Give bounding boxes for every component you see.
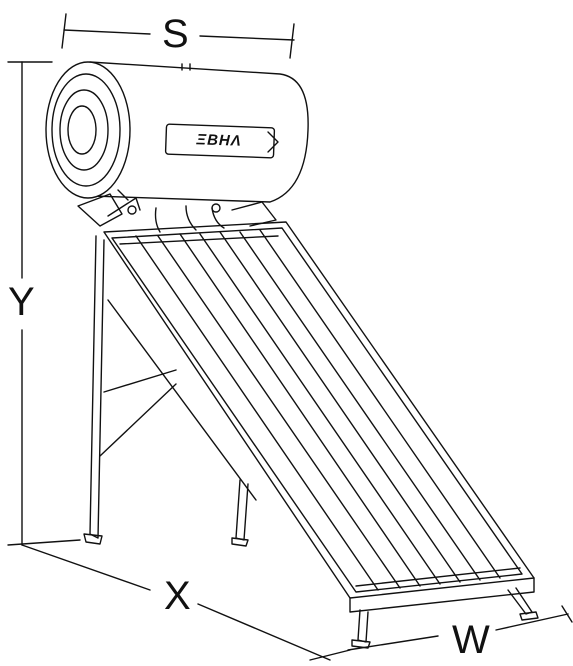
collector-panel	[103, 221, 535, 613]
dimension-w-label: W	[448, 620, 494, 660]
stand	[83, 235, 539, 649]
dimension-s-label: S	[158, 14, 193, 54]
tank-brackets	[77, 193, 277, 233]
tank	[45, 61, 309, 203]
brand-logo-text: ΞΒΗΛ	[195, 131, 243, 150]
dimension-x-label: X	[160, 576, 195, 616]
dimension-y-label: Y	[4, 282, 39, 322]
dimension-s-line	[61, 13, 295, 59]
dimension-x-line	[21, 544, 351, 661]
dimension-y-line	[7, 61, 81, 546]
